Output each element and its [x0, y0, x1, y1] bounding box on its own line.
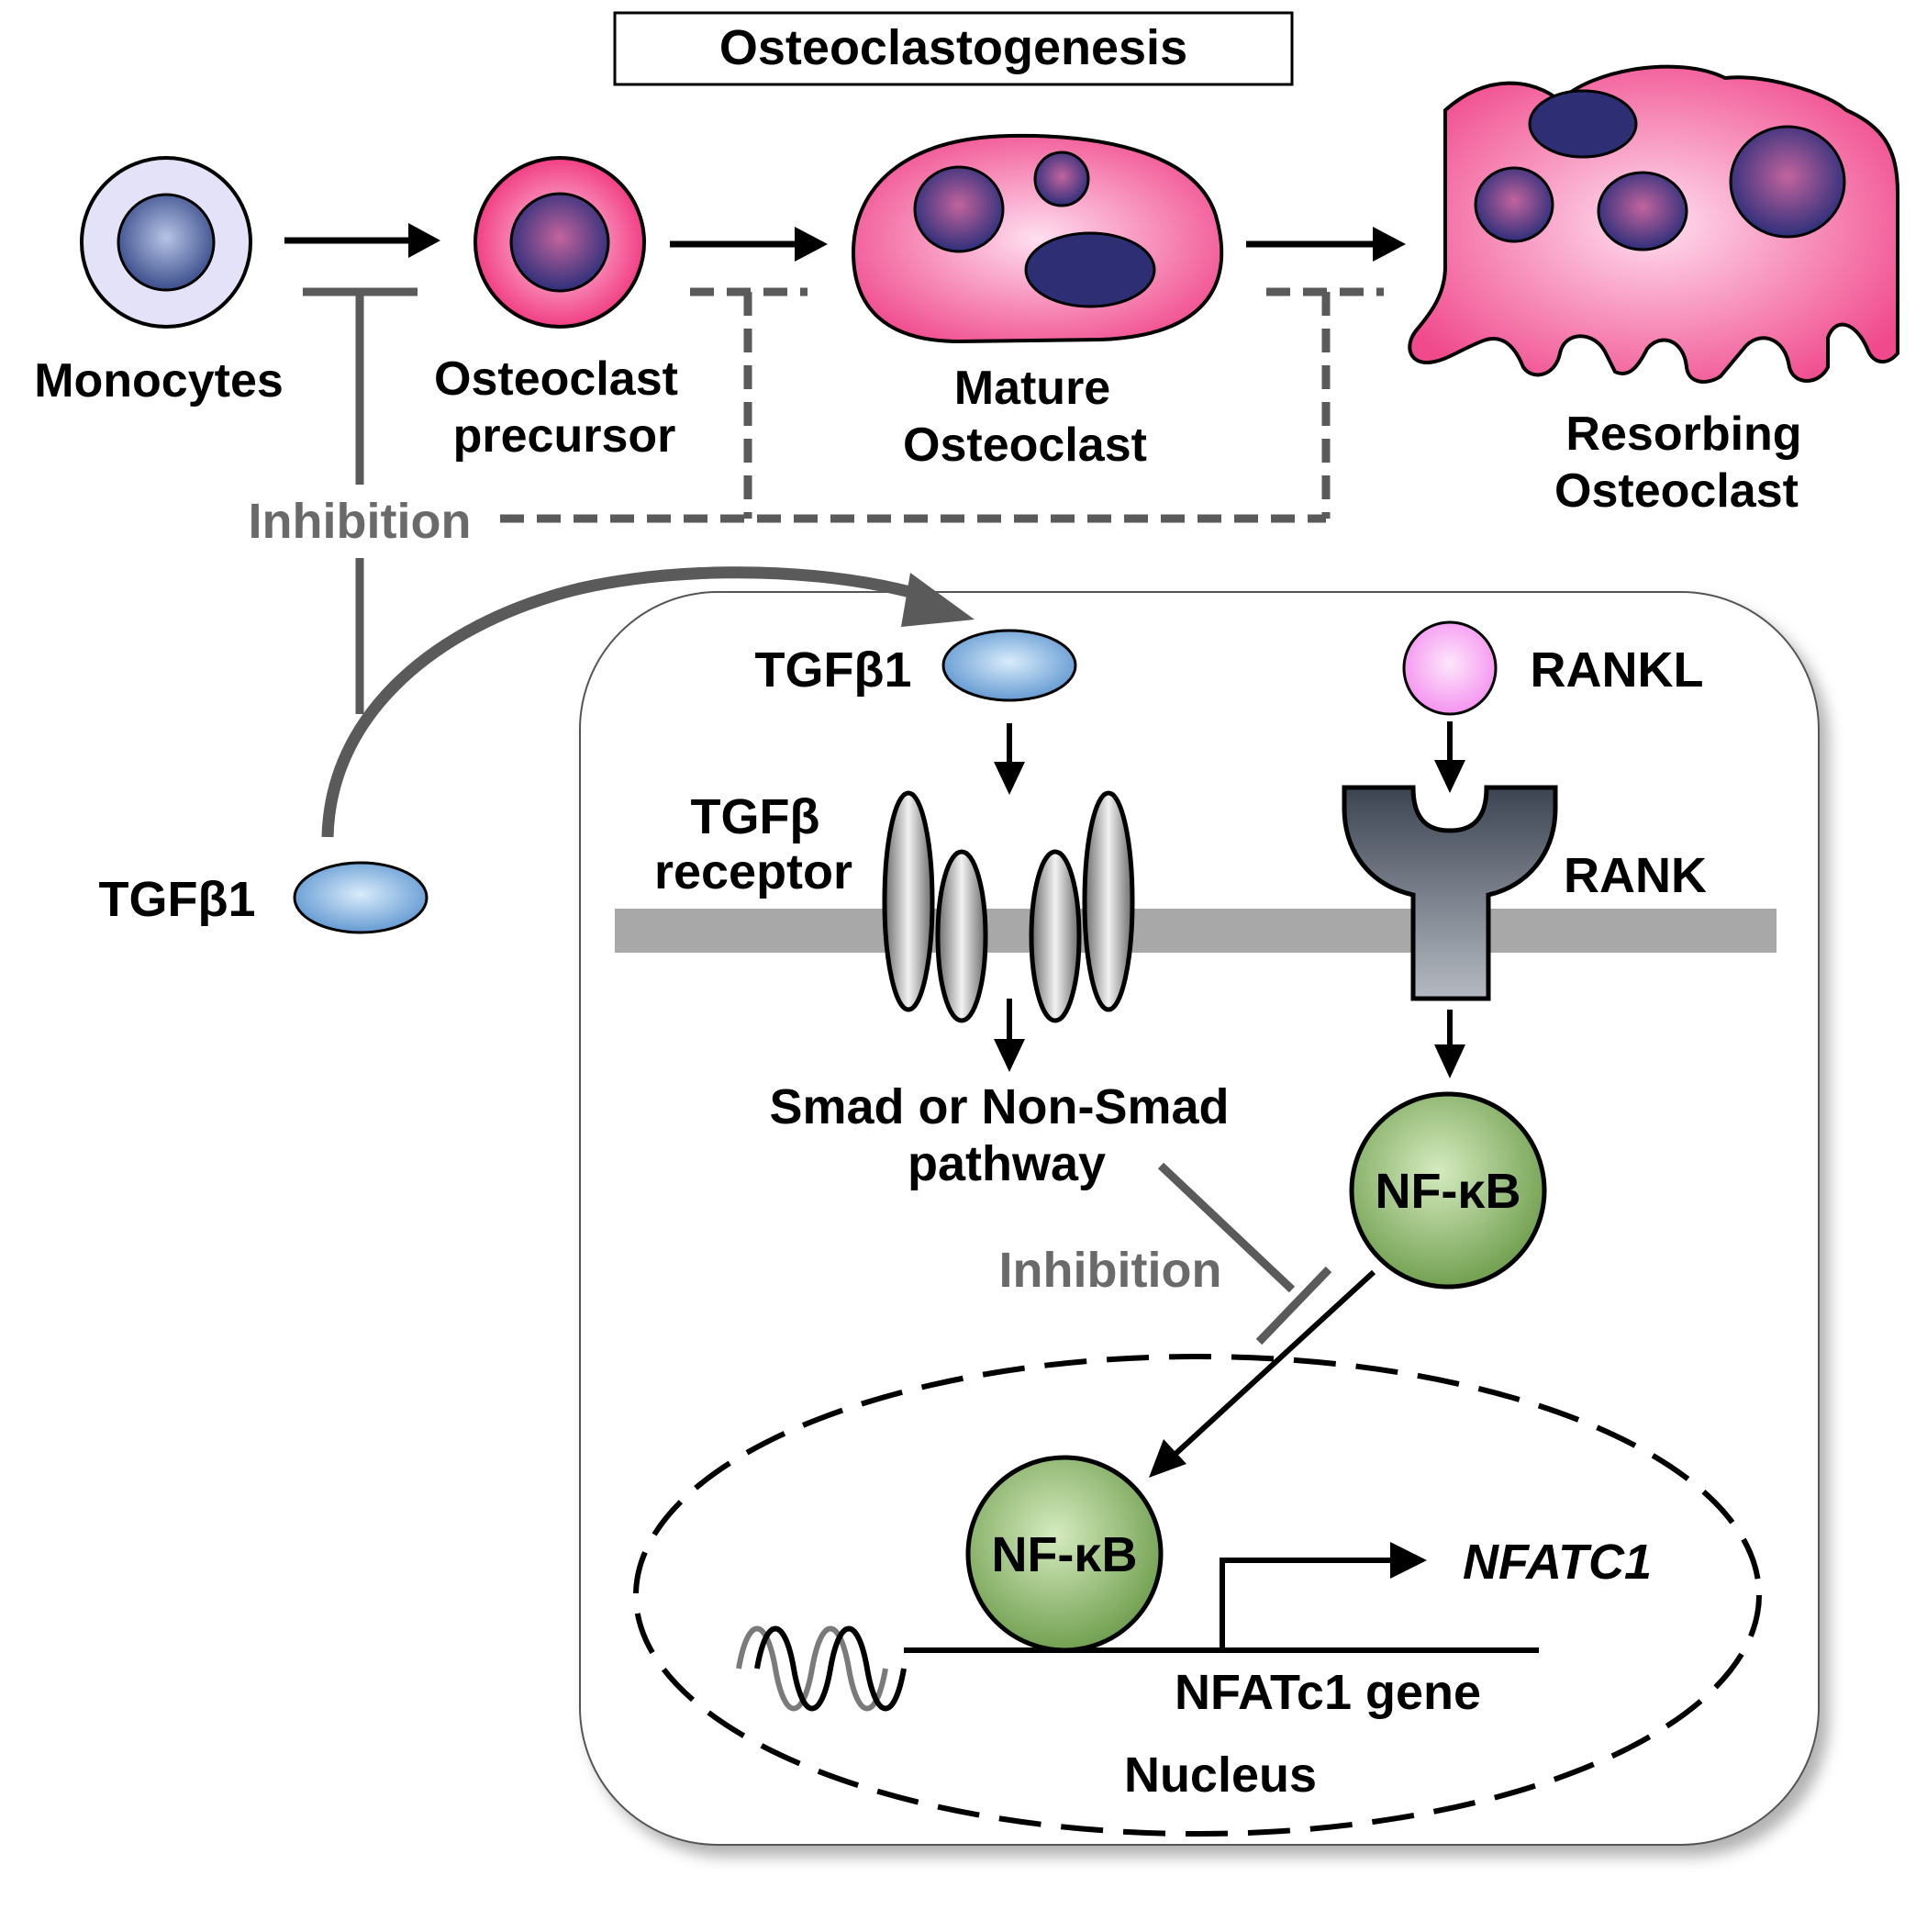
arrow-nfkb-to-nucleus: [1172, 1269, 1376, 1457]
label-nfkb-nucleus: NF-κB: [991, 1527, 1137, 1582]
nfkb-cytoplasm-icon: [1349, 1091, 1547, 1290]
tgfb1-cell-molecule-icon: [941, 629, 1077, 702]
arrowhead-2: [795, 227, 828, 262]
label-nfatc1-gene: NFATc1 gene: [1175, 1665, 1481, 1720]
label-smad-line1: Smad or Non-Smad: [769, 1079, 1229, 1134]
label-monocytes: Monocytes: [34, 354, 284, 408]
label-mature-line2: Osteoclast: [903, 419, 1147, 472]
label-resorbing-line2: Osteoclast: [1554, 464, 1799, 518]
tgfb1-outside-molecule-icon: [293, 861, 429, 934]
arrowhead-receptor-smad: [994, 1039, 1025, 1072]
title-text: Osteoclastogenesis: [719, 20, 1187, 75]
arrowhead-1: [408, 223, 440, 258]
inhibition-inner-line: [1157, 1162, 1296, 1293]
label-smad-line2: pathway: [908, 1136, 1106, 1191]
label-nucleus: Nucleus: [1124, 1748, 1317, 1803]
label-rankl: RANKL: [1531, 642, 1704, 698]
label-inhibition-inner: Inhibition: [999, 1243, 1222, 1298]
tgfb-receptor-icon: [882, 790, 1135, 1023]
label-nfkb-cytoplasm: NF-κB: [1375, 1164, 1520, 1219]
label-precursor-line2: precursor: [453, 409, 676, 463]
transcription-arrowhead: [1390, 1542, 1427, 1579]
label-tgfb1-cell: TGFβ1: [755, 642, 912, 698]
nfkb-nucleus-icon: [965, 1455, 1164, 1653]
label-tgfb1-outside: TGFβ1: [99, 872, 256, 927]
transcription-arrow: [1220, 1558, 1393, 1650]
arrowhead-3: [1373, 227, 1406, 262]
curved-arrow-tgfb1: [321, 566, 929, 838]
cell-box: [579, 591, 1820, 1846]
inhibition-top-connectors: [303, 287, 1384, 714]
label-precursor-line1: Osteoclast: [434, 352, 678, 406]
label-inhibition-top: Inhibition: [249, 494, 472, 549]
label-rank: RANK: [1564, 848, 1707, 903]
label-tgfb-receptor-line1: TGFβ: [691, 789, 820, 844]
nucleus-boundary: [633, 1354, 1762, 1837]
title-box: Osteoclastogenesis: [613, 11, 1294, 86]
rankl-ligand-icon: [1402, 620, 1498, 716]
precursor-cell-icon: [473, 156, 646, 329]
label-mature-line1: Mature: [954, 362, 1110, 415]
cell-membrane: [615, 909, 1777, 953]
label-nfatc1-output: NFATC1: [1463, 1535, 1652, 1590]
resorbing-osteoclast-icon: [1408, 64, 1899, 384]
rank-receptor-icon: [1342, 785, 1558, 1001]
arrowhead-tgfb1-receptor: [994, 762, 1025, 795]
arrowhead-nfkb-nucleus: [1149, 1439, 1186, 1478]
curved-arrowhead: [901, 573, 975, 627]
label-resorbing-line1: Resorbing: [1565, 408, 1801, 461]
mature-osteoclast-icon: [851, 133, 1224, 344]
monocyte-cell-icon: [80, 156, 252, 329]
arrowhead-rank-nfkb: [1434, 1044, 1465, 1078]
label-tgfb-receptor-line2: receptor: [654, 844, 852, 899]
inhibition-inner-bar: [1255, 1266, 1332, 1346]
dna-helix-icon: [736, 1625, 907, 1712]
arrowhead-rankl-rank: [1434, 760, 1465, 793]
